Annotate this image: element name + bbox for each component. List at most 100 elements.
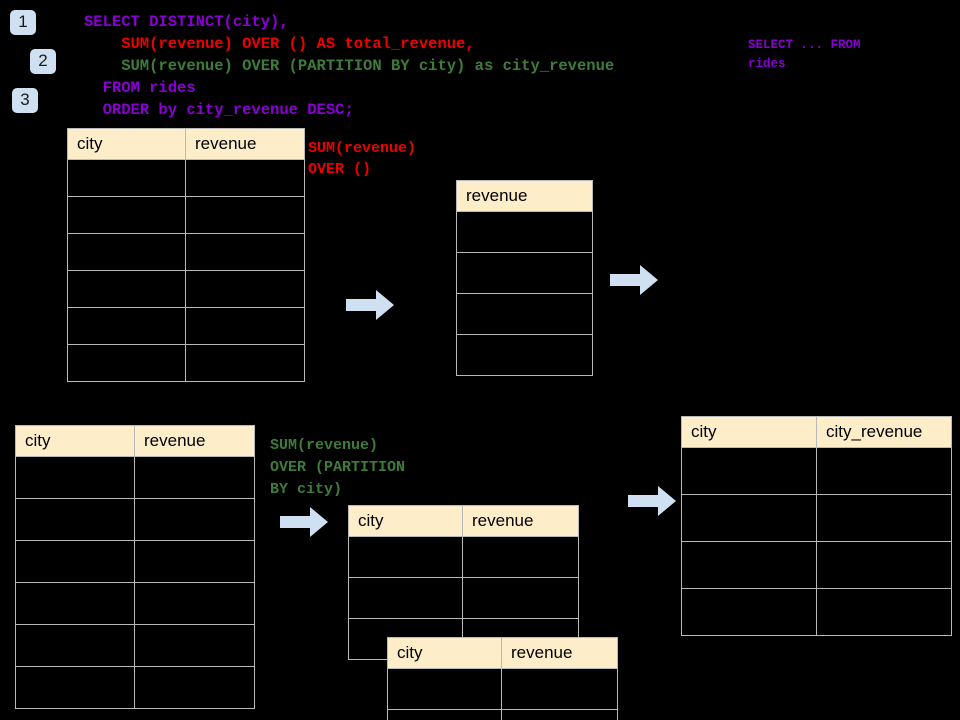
- table-row: [15, 624, 255, 667]
- table-row: [456, 252, 593, 294]
- column-header-city: city: [681, 416, 817, 448]
- table-row: [67, 270, 305, 308]
- arrow-total-to-next: [610, 265, 658, 295]
- column-header-city: city: [15, 425, 135, 457]
- cell: [67, 270, 186, 308]
- cell: [67, 159, 186, 197]
- cell: [15, 666, 135, 709]
- table-final-city-revenue: city city_revenue: [681, 416, 952, 636]
- cell: [456, 334, 593, 376]
- cell: [348, 536, 463, 578]
- table-partition-group-front: city revenue: [387, 637, 618, 720]
- cell: [681, 588, 817, 636]
- cell: [816, 588, 952, 636]
- table-header-row: revenue: [456, 180, 593, 212]
- arrow-partition-to-final: [628, 486, 676, 516]
- sql-line-from-rides: FROM rides: [84, 79, 196, 97]
- table-row: [15, 498, 255, 541]
- column-header-revenue: revenue: [501, 637, 618, 669]
- cell: [15, 498, 135, 541]
- cell: [681, 494, 817, 542]
- table-row: [681, 447, 952, 495]
- table-row: [67, 307, 305, 345]
- cell: [456, 293, 593, 335]
- table-row: [456, 293, 593, 335]
- cell: [816, 447, 952, 495]
- cell: [348, 577, 463, 619]
- cell: [185, 196, 305, 234]
- table-row: [67, 233, 305, 271]
- table-row: [387, 668, 618, 710]
- cell: [387, 668, 502, 710]
- sql-line-total-revenue: SUM(revenue) OVER () AS total_revenue,: [84, 35, 475, 53]
- table-source-rides-top: city revenue: [67, 128, 305, 382]
- note-sum-over-empty: SUM(revenue) OVER (): [308, 140, 417, 178]
- cell: [816, 494, 952, 542]
- cell: [15, 456, 135, 499]
- note-select-from-rides: SELECT ... FROM rides: [748, 38, 861, 71]
- column-header-city-revenue: city_revenue: [816, 416, 952, 448]
- cell: [501, 709, 618, 720]
- cell: [501, 668, 618, 710]
- cell: [185, 344, 305, 382]
- cell: [462, 536, 579, 578]
- cell: [134, 624, 255, 667]
- step-badge-3: 3: [12, 88, 38, 113]
- cell: [67, 307, 186, 345]
- table-row: [67, 344, 305, 382]
- cell: [67, 196, 186, 234]
- cell: [387, 709, 502, 720]
- table-row: [681, 541, 952, 589]
- step-badge-1: 1: [10, 10, 36, 35]
- column-header-revenue: revenue: [134, 425, 255, 457]
- cell: [185, 159, 305, 197]
- table-row: [15, 582, 255, 625]
- table-row: [681, 588, 952, 636]
- cell: [15, 624, 135, 667]
- cell: [681, 447, 817, 495]
- table-row: [456, 211, 593, 253]
- table-header-row: city city_revenue: [681, 416, 952, 448]
- table-header-row: city revenue: [387, 637, 618, 669]
- cell: [185, 270, 305, 308]
- cell: [816, 541, 952, 589]
- cell: [185, 307, 305, 345]
- arrow-source-to-partition: [280, 507, 328, 537]
- table-row: [67, 196, 305, 234]
- step-badge-2: 2: [30, 49, 56, 74]
- table-row: [681, 494, 952, 542]
- cell: [681, 541, 817, 589]
- table-row: [67, 159, 305, 197]
- column-header-revenue: revenue: [456, 180, 593, 212]
- table-row: [15, 666, 255, 709]
- table-row: [348, 577, 579, 619]
- column-header-city: city: [387, 637, 502, 669]
- column-header-revenue: revenue: [462, 505, 579, 537]
- cell: [456, 211, 593, 253]
- cell: [462, 577, 579, 619]
- cell: [15, 540, 135, 583]
- cell: [134, 666, 255, 709]
- arrow-source-to-total: [346, 290, 394, 320]
- table-row: [348, 536, 579, 578]
- table-header-row: city revenue: [15, 425, 255, 457]
- table-row: [15, 456, 255, 499]
- table-row: [15, 540, 255, 583]
- cell: [134, 582, 255, 625]
- table-row: [456, 334, 593, 376]
- cell: [67, 344, 186, 382]
- cell: [456, 252, 593, 294]
- sql-line-select-distinct: SELECT DISTINCT(city),: [84, 13, 289, 31]
- sql-line-order-by: ORDER by city_revenue DESC;: [84, 101, 354, 119]
- cell: [67, 233, 186, 271]
- table-header-row: city revenue: [348, 505, 579, 537]
- table-row: [387, 709, 618, 720]
- column-header-city: city: [67, 128, 186, 160]
- column-header-city: city: [348, 505, 463, 537]
- table-header-row: city revenue: [67, 128, 305, 160]
- table-source-rides-bottom: city revenue: [15, 425, 255, 709]
- table-total-revenue: revenue: [456, 180, 593, 376]
- note-sum-over-partition: SUM(revenue) OVER (PARTITION BY city): [270, 437, 406, 498]
- sql-line-city-revenue: SUM(revenue) OVER (PARTITION BY city) as…: [84, 57, 615, 75]
